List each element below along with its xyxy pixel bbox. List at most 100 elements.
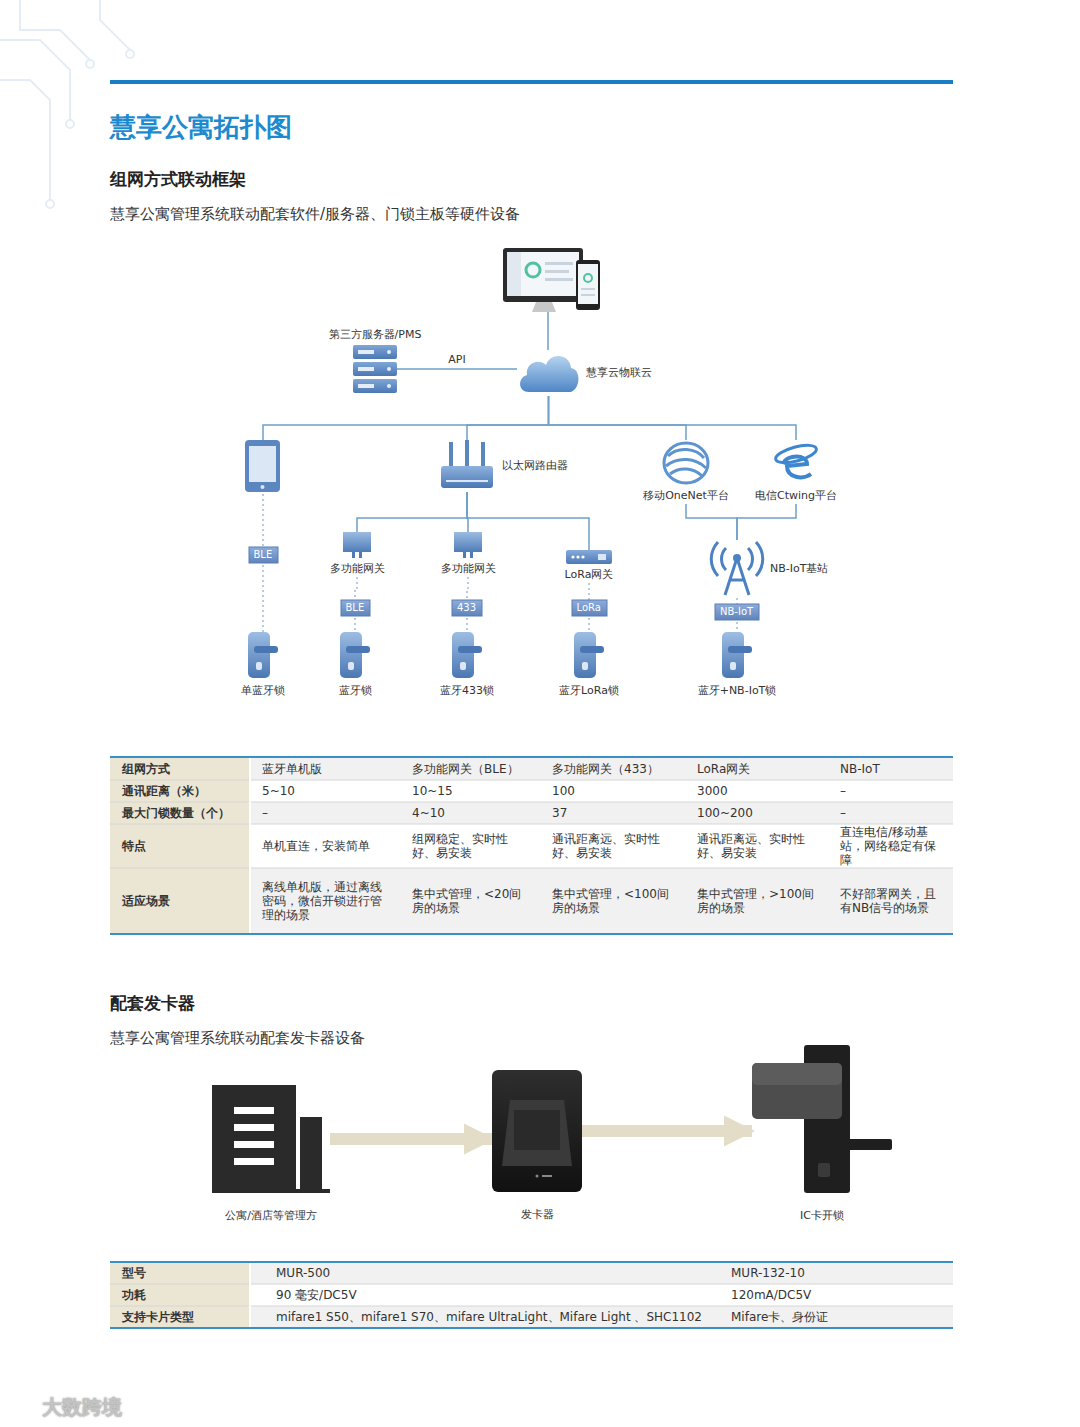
gw-icon bbox=[343, 532, 371, 558]
table-cell: 通讯距离远、实时性好、易安装 bbox=[685, 824, 828, 868]
table-cell: 离线单机版，通过离线密码，微信开锁进行管理的场景 bbox=[250, 868, 400, 934]
network-link bbox=[357, 492, 467, 532]
onenet-icon bbox=[662, 440, 710, 486]
gw-node: 多功能网关 bbox=[454, 532, 482, 558]
tag-text: LoRa bbox=[577, 600, 601, 616]
table-cell: 多功能网关（433） bbox=[540, 757, 685, 780]
network-link bbox=[549, 396, 797, 440]
cloud-icon bbox=[517, 350, 580, 394]
table-cell: 支持卡片类型 bbox=[110, 1306, 250, 1328]
node-label: 单蓝牙锁 bbox=[241, 684, 285, 697]
wire bbox=[263, 425, 548, 440]
flow-arrow bbox=[330, 1133, 492, 1145]
table-cell: 最大门锁数量（个） bbox=[110, 802, 250, 824]
network-link bbox=[588, 618, 589, 632]
table-cell: 5~10 bbox=[250, 780, 400, 802]
table-cell: – bbox=[828, 780, 953, 802]
table-cell: 10~15 bbox=[400, 780, 540, 802]
station-icon bbox=[708, 540, 766, 596]
cloud-node: 慧享云物联云 bbox=[517, 350, 580, 394]
tag-text: BLE bbox=[254, 547, 273, 563]
monitor-phone bbox=[503, 248, 600, 312]
table-cell: 集中式管理，>100间房的场景 bbox=[685, 868, 828, 934]
network-link bbox=[736, 622, 737, 632]
router-icon bbox=[440, 440, 494, 490]
node-label: 发卡器 bbox=[521, 1208, 554, 1221]
lock-icon bbox=[722, 632, 752, 678]
tag-text: BLE bbox=[346, 600, 365, 616]
table-cell: 4~10 bbox=[400, 802, 540, 824]
tag-node: 433 bbox=[452, 600, 482, 616]
gw-node: 多功能网关 bbox=[343, 532, 371, 558]
lock-icon bbox=[452, 632, 482, 678]
network-link bbox=[466, 618, 467, 632]
node-label: 蓝牙LoRa锁 bbox=[559, 684, 619, 697]
table-cell: Mifare卡、身份证 bbox=[720, 1306, 953, 1328]
building-node: 公寓/酒店等管理方 bbox=[212, 1085, 330, 1193]
table-cell: 3000 bbox=[685, 780, 828, 802]
tag-node: NB-IoT bbox=[715, 604, 759, 620]
node-label: 以太网路由器 bbox=[502, 459, 568, 472]
page-title: 慧享公寓拓扑图 bbox=[110, 110, 292, 145]
table-cell: 通讯距离（米） bbox=[110, 780, 250, 802]
building-icon bbox=[212, 1085, 330, 1193]
lock-icon bbox=[574, 632, 604, 678]
table-cell: 直连电信/移动基站，网络稳定有保障 bbox=[828, 824, 953, 868]
table-cell: LoRa网关 bbox=[685, 757, 828, 780]
table-cell: mifare1 S50、mifare1 S70、mifare UltraLigh… bbox=[250, 1306, 720, 1328]
top-bar bbox=[110, 80, 953, 84]
node-label: 蓝牙+NB-IoT锁 bbox=[698, 684, 777, 697]
table-cell: 多功能网关（BLE） bbox=[400, 757, 540, 780]
server-node: 第三方服务器/PMS bbox=[353, 345, 397, 393]
lockcard-icon bbox=[752, 1045, 892, 1193]
table-cell: NB-IoT bbox=[828, 757, 953, 780]
node-label: 第三方服务器/PMS bbox=[329, 328, 422, 341]
network-link bbox=[686, 504, 737, 540]
reader-node: 发卡器 bbox=[492, 1070, 582, 1192]
onenet-node: 移动OneNet平台 bbox=[662, 440, 710, 486]
reader-icon bbox=[492, 1070, 582, 1192]
network-link bbox=[467, 577, 468, 600]
network-link bbox=[467, 492, 589, 550]
server-icon bbox=[353, 345, 397, 393]
network-link bbox=[737, 504, 796, 540]
table-cell: 通讯距离远、实时性好、易安装 bbox=[540, 824, 685, 868]
tag-text: NB-IoT bbox=[720, 604, 753, 620]
node-label: LoRa网关 bbox=[565, 568, 614, 581]
table-ground bbox=[110, 1261, 953, 1329]
node-label: 蓝牙锁 bbox=[339, 684, 372, 697]
network-link bbox=[397, 368, 517, 370]
node-label: IC卡开锁 bbox=[800, 1209, 844, 1222]
table-cell: – bbox=[828, 802, 953, 824]
network-link bbox=[549, 396, 687, 440]
ctwing-icon bbox=[773, 440, 819, 484]
lock-node: 蓝牙+NB-IoT锁 bbox=[722, 632, 752, 678]
table-cell: 功耗 bbox=[110, 1284, 250, 1306]
watermark: 大数跨境 bbox=[42, 1394, 122, 1421]
table-cell: 集中式管理，<20间房的场景 bbox=[400, 868, 540, 934]
table-cell: 单机直连，安装简单 bbox=[250, 824, 400, 868]
wire bbox=[262, 494, 263, 546]
table-cell: MUR-132-10 bbox=[720, 1262, 953, 1284]
router-node: 以太网路由器 bbox=[440, 440, 494, 490]
table-cell: 组网稳定、实时性好、易安装 bbox=[400, 824, 540, 868]
tablet-icon bbox=[245, 440, 280, 492]
node-label: 电信Ctwing平台 bbox=[755, 489, 837, 502]
network-link bbox=[354, 618, 355, 632]
ctwing-node: 电信Ctwing平台 bbox=[773, 440, 819, 484]
table-cell: 100 bbox=[540, 780, 685, 802]
table-cell: 37 bbox=[540, 802, 685, 824]
section-subtitle: 慧享公寓管理系统联动配套软件/服务器、门锁主板等硬件设备 bbox=[110, 205, 520, 224]
station-node: NB-IoT基站 bbox=[708, 540, 766, 596]
node-label: 多功能网关 bbox=[441, 562, 496, 575]
table-cell: – bbox=[250, 802, 400, 824]
table-cell: 100~200 bbox=[685, 802, 828, 824]
section-heading: 配套发卡器 bbox=[110, 992, 195, 1015]
tag-text: 433 bbox=[457, 600, 476, 616]
gw-icon bbox=[454, 532, 482, 558]
node-label: 多功能网关 bbox=[330, 562, 385, 575]
table-cell: 组网方式 bbox=[110, 757, 250, 780]
lora-icon bbox=[566, 550, 612, 564]
table-ground bbox=[110, 756, 953, 935]
lock-node: 单蓝牙锁 bbox=[248, 632, 278, 678]
